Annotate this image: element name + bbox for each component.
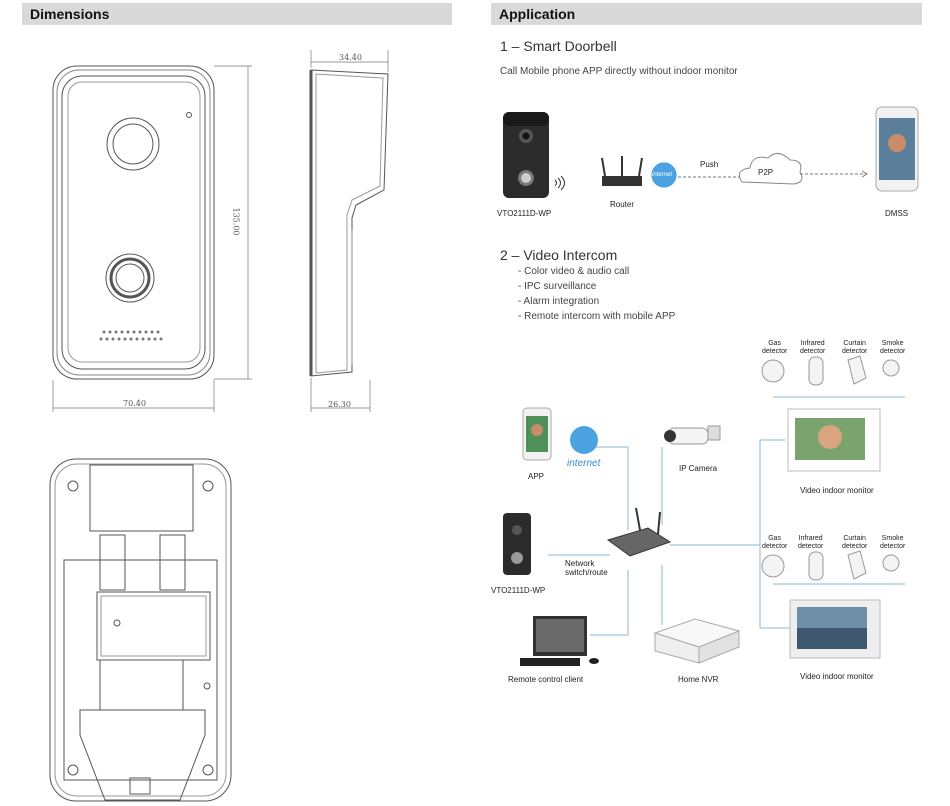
section1-subtitle: Call Mobile phone APP directly without i… xyxy=(500,66,738,77)
application-header: Application xyxy=(491,3,922,25)
label-network-switch: Network switch/route xyxy=(565,559,608,577)
label-smoke-bottom: Smoke detector xyxy=(880,535,906,550)
side-view-drawing xyxy=(309,69,389,377)
section2-title: 2 – Video Intercom xyxy=(500,247,618,263)
label-router: Router xyxy=(610,200,635,209)
ip-camera-device xyxy=(664,425,721,445)
cloud-icon xyxy=(738,153,803,185)
speaker-grille xyxy=(99,330,163,341)
indoor-monitor-top xyxy=(787,408,881,472)
label-infrared-bottom: Infrared detector xyxy=(798,535,824,550)
home-nvr-device xyxy=(653,618,741,664)
label-home-nvr: Home NVR xyxy=(678,675,719,684)
detectors-top xyxy=(761,355,900,386)
bullet-4: - Remote intercom with mobile APP xyxy=(518,311,676,322)
internet-globe-icon-2 xyxy=(570,426,598,454)
label-vto-device-2: VTO2111D-WP xyxy=(491,586,546,595)
network-lines xyxy=(548,396,905,636)
internet-globe-icon xyxy=(651,162,677,188)
bullet-1: - Color video & audio call xyxy=(518,266,630,277)
section1-title: 1 – Smart Doorbell xyxy=(500,38,617,54)
label-app: APP xyxy=(528,472,545,481)
detectors-bottom xyxy=(761,550,900,581)
dimensions-header: Dimensions xyxy=(22,3,452,25)
label-internet-1: internet xyxy=(652,172,673,178)
label-internet-2: internet xyxy=(567,458,601,469)
label-smoke-top: Smoke detector xyxy=(880,340,906,355)
front-view-drawing xyxy=(52,65,215,380)
indoor-monitor-bottom xyxy=(789,599,881,659)
label-vto-device-1: VTO2111D-WP xyxy=(497,209,552,218)
label-curtain-top: Curtain detector xyxy=(842,340,868,355)
label-curtain-bottom: Curtain detector xyxy=(842,535,868,550)
doorbell-device xyxy=(503,112,549,198)
side-dimension-lines xyxy=(310,50,389,412)
label-p2p: P2P xyxy=(758,168,774,177)
dim-width-side-bottom: 26.30 xyxy=(328,400,351,409)
bullet-2: - IPC surveillance xyxy=(518,281,597,292)
label-infrared-top: Infrared detector xyxy=(800,340,826,355)
label-gas-bottom: Gas detector xyxy=(762,535,788,550)
label-push: Push xyxy=(700,160,719,169)
front-dimension-lines xyxy=(52,65,252,412)
label-gas-top: Gas detector xyxy=(762,340,788,355)
label-monitor-top: Video indoor monitor xyxy=(800,486,874,495)
label-dmss: DMSS xyxy=(885,209,909,218)
back-view-drawing xyxy=(49,458,232,802)
dim-width-front: 70.40 xyxy=(123,399,146,408)
bullet-3: - Alarm integration xyxy=(518,296,600,307)
dim-width-side-top: 34.40 xyxy=(339,53,362,62)
label-remote-client: Remote control client xyxy=(508,675,584,684)
remote-client-device xyxy=(520,616,599,666)
network-switch-device xyxy=(606,507,672,557)
label-monitor-bottom: Video indoor monitor xyxy=(800,672,874,681)
vto-device-2 xyxy=(503,513,531,575)
router-device xyxy=(601,156,643,186)
label-ip-camera: IP Camera xyxy=(679,464,718,473)
